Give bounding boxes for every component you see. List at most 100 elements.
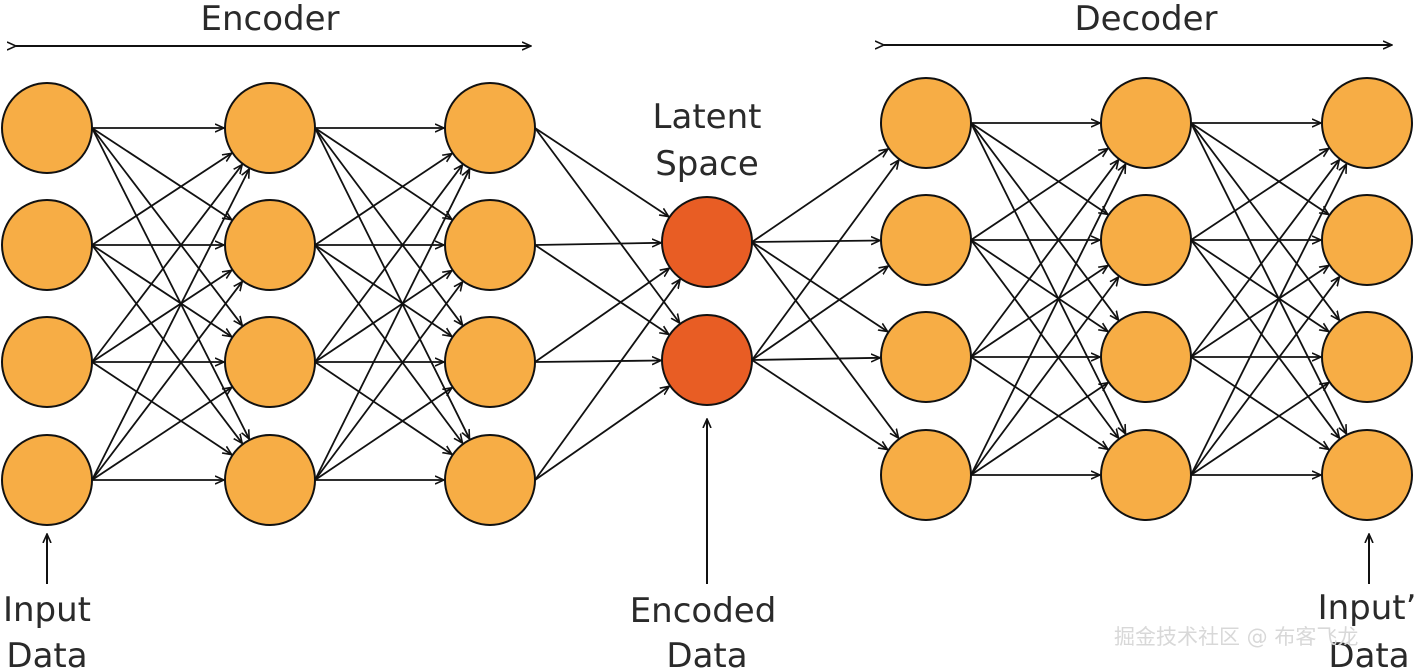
- neuron: [224, 434, 316, 526]
- neuron: [1, 434, 93, 526]
- neuron: [880, 429, 972, 521]
- neuron: [1321, 77, 1413, 169]
- neuron: [224, 316, 316, 408]
- neuron: [880, 77, 972, 169]
- connection-arrow: [970, 122, 1119, 320]
- connection-arrow: [91, 127, 242, 325]
- connection-arrow: [1190, 149, 1329, 241]
- connection-arrow: [91, 165, 242, 363]
- latent-neuron: [661, 196, 753, 288]
- connection-arrow: [91, 361, 232, 455]
- connection-arrow: [314, 271, 452, 363]
- connection-arrow: [1190, 383, 1329, 476]
- connection-arrow: [314, 388, 452, 481]
- connection-arrow: [751, 241, 888, 332]
- neuron: [1100, 77, 1192, 169]
- latent-space-label-line1: Latent: [653, 97, 762, 137]
- encoder-label: Encoder: [200, 0, 339, 39]
- connection-arrow: [970, 266, 1108, 358]
- connection-arrow: [1190, 356, 1329, 449]
- connection-arrow: [534, 279, 680, 481]
- connection-arrow: [314, 244, 452, 336]
- connection-arrow: [534, 244, 669, 334]
- neuron: [444, 434, 536, 526]
- connection-arrow: [751, 358, 880, 360]
- neuron: [224, 199, 316, 291]
- connection-arrow: [970, 239, 1108, 331]
- connection-arrow: [91, 127, 232, 220]
- neuron: [1321, 194, 1413, 286]
- connection-arrow: [970, 149, 1108, 241]
- neuron: [880, 194, 972, 286]
- neuron: [444, 316, 536, 408]
- neuron: [880, 311, 972, 403]
- neuron: [1100, 311, 1192, 403]
- connection-arrow: [91, 387, 232, 481]
- connection-arrow: [314, 169, 470, 481]
- connection-arrow: [1190, 164, 1346, 476]
- connection-arrow: [751, 241, 880, 243]
- output-label-line1: Input’: [1318, 588, 1417, 628]
- connection-arrow: [970, 239, 1119, 438]
- connection-arrow: [91, 153, 232, 246]
- input-label-line2: Data: [6, 636, 87, 671]
- connection-arrow: [314, 361, 452, 454]
- connections: [91, 122, 1346, 481]
- connection-arrow: [314, 127, 463, 325]
- connection-arrow: [751, 359, 888, 450]
- connection-arrow: [534, 361, 661, 363]
- neuron: [1, 316, 93, 408]
- connection-arrow: [970, 160, 1119, 358]
- connection-arrow: [314, 154, 452, 246]
- connection-arrow: [751, 149, 888, 243]
- connection-arrow: [534, 268, 669, 363]
- neuron: [1321, 429, 1413, 521]
- connection-arrow: [91, 244, 232, 337]
- decoder-label: Decoder: [1074, 0, 1217, 39]
- connection-arrow: [751, 266, 888, 361]
- encoded-label-line2: Data: [666, 636, 747, 671]
- connection-arrow: [1190, 122, 1339, 320]
- connection-arrow: [91, 270, 232, 363]
- connection-arrow: [314, 244, 463, 443]
- watermark-text: 掘金技术社区 @ 布客飞龙: [1114, 625, 1358, 649]
- connection-arrow: [91, 282, 242, 481]
- connection-arrow: [751, 241, 899, 438]
- encoded-label-line1: Encoded: [630, 591, 777, 631]
- connection-arrow: [1190, 239, 1329, 332]
- output-label-line2: Data: [1328, 636, 1409, 671]
- connection-arrow: [1190, 239, 1339, 438]
- connection-arrow: [970, 277, 1119, 476]
- connection-arrow: [970, 164, 1126, 476]
- input-label-line1: Input: [3, 590, 91, 630]
- connection-arrow: [970, 356, 1108, 449]
- connection-arrow: [534, 127, 680, 323]
- neuron: [1100, 429, 1192, 521]
- connection-arrow: [534, 127, 669, 217]
- neuron: [1321, 311, 1413, 403]
- connection-arrow: [314, 165, 463, 363]
- latent-neuron: [661, 314, 753, 406]
- latent-space-label-line2: Space: [655, 144, 759, 184]
- connection-arrow: [1190, 122, 1329, 215]
- neuron: [1, 82, 93, 174]
- neuron: [224, 82, 316, 174]
- connection-arrow: [534, 386, 669, 481]
- connection-arrow: [91, 169, 249, 481]
- neuron: [444, 199, 536, 291]
- neuron: [1100, 194, 1192, 286]
- neurons: [1, 77, 1413, 526]
- connection-arrow: [1190, 160, 1339, 358]
- connection-arrow: [751, 160, 899, 361]
- connection-arrow: [970, 122, 1108, 214]
- connection-arrow: [1190, 277, 1339, 476]
- connection-arrow: [91, 244, 242, 443]
- neuron: [444, 82, 536, 174]
- connection-arrow: [970, 383, 1108, 476]
- connection-arrow: [314, 282, 463, 481]
- neuron: [1, 199, 93, 291]
- connection-arrow: [314, 127, 452, 219]
- connection-arrow: [534, 243, 661, 245]
- connection-arrow: [1190, 266, 1329, 358]
